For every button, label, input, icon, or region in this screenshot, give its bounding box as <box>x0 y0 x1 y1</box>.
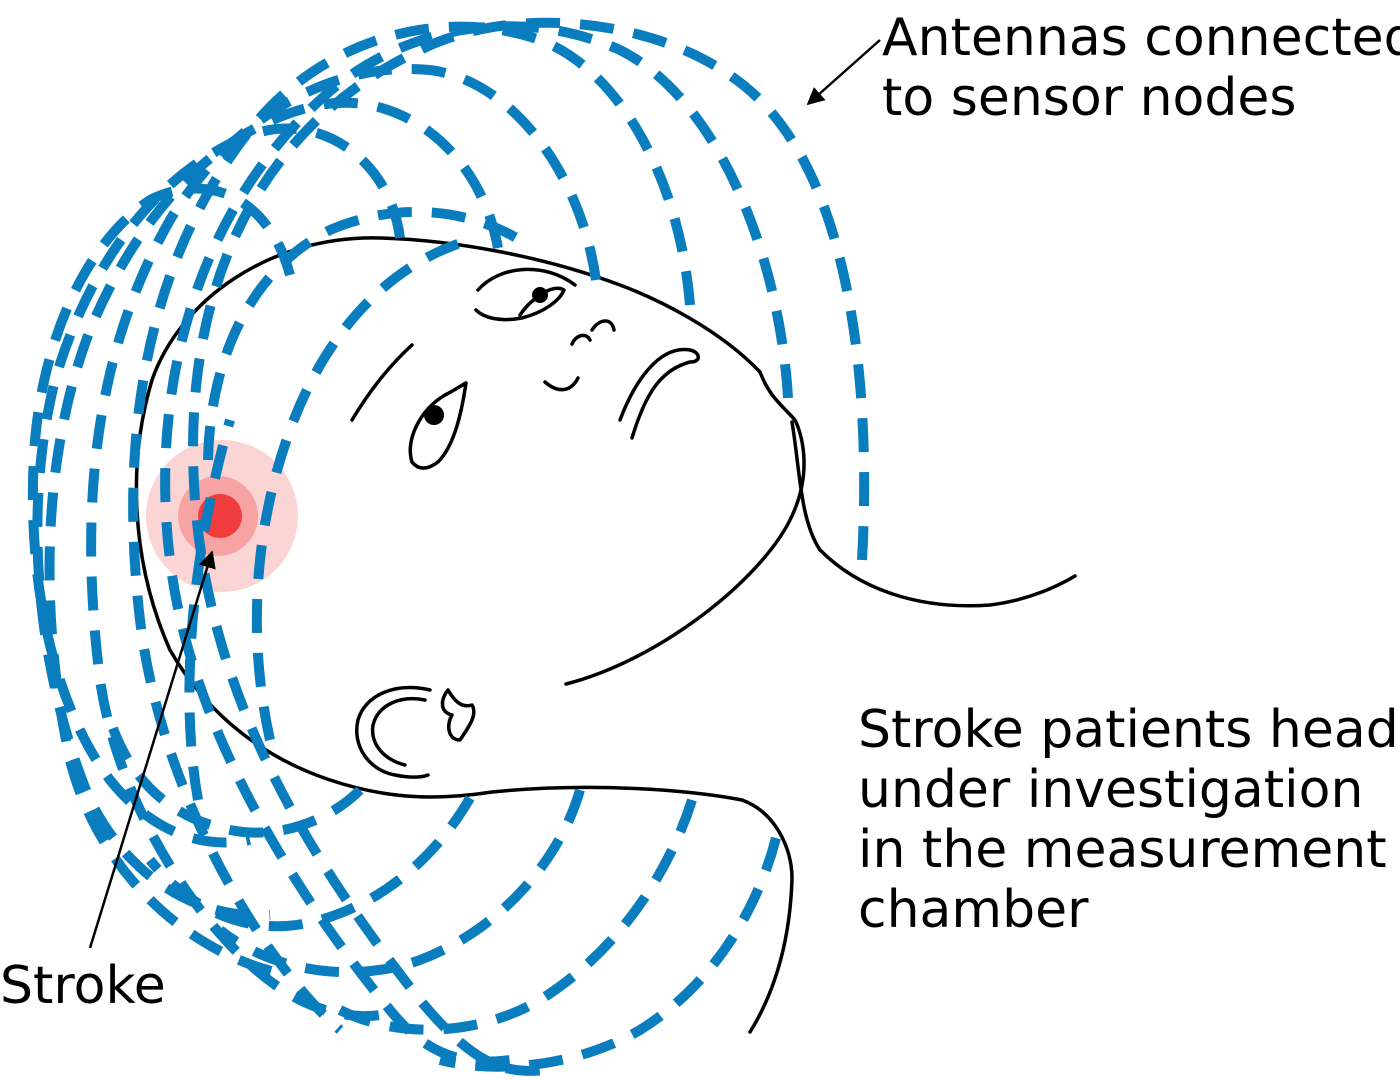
antenna-loop-front-2 <box>337 798 697 1035</box>
antenna-loop-face-2 <box>251 235 472 742</box>
neck-curve <box>790 420 1077 608</box>
antenna-loop-front-5 <box>105 718 364 838</box>
stroke-pointer-arrow <box>88 550 216 949</box>
eye-top-outline <box>474 286 566 322</box>
eyebrow-line <box>350 343 414 422</box>
pupils <box>424 287 548 425</box>
head-label-line-2: under investigation <box>858 760 1364 820</box>
antenna-loop-7 <box>27 183 295 848</box>
antenna-loop-2 <box>160 21 793 1067</box>
head-label-line-1: Stroke patients head <box>858 700 1399 760</box>
ear-lobe <box>440 688 476 742</box>
antenna-loop-front-3 <box>216 788 585 978</box>
head-label: Stroke patients head under investigation… <box>858 700 1399 940</box>
antenna-pointer-arrow <box>806 39 881 106</box>
antenna-loop-front-4 <box>146 795 475 932</box>
mouth-upper <box>618 347 700 440</box>
ear-outline <box>355 685 432 779</box>
antenna-loop-front-1 <box>438 836 781 1072</box>
eye-lower-outline <box>408 381 468 470</box>
shoulder-line <box>740 798 794 1034</box>
pupil-lower <box>424 405 444 425</box>
stroke-label: Stroke <box>0 956 166 1016</box>
antenna-loops <box>27 17 870 1076</box>
antenna-loop-face-1 <box>203 206 523 461</box>
head-label-line-4: chamber <box>858 880 1089 940</box>
pupil-top <box>532 287 548 303</box>
antenna-label: Antennas connected to sensor nodes <box>882 8 1400 128</box>
antenna-loop-face-3 <box>184 418 235 801</box>
antenna-loop-1 <box>188 17 870 1076</box>
antenna-loop-3 <box>128 21 695 1034</box>
antenna-label-line-2: to sensor nodes <box>882 68 1297 128</box>
nostril-line <box>570 319 616 346</box>
antenna-label-line-1: Antennas connected <box>882 8 1400 68</box>
pointer-arrows <box>88 39 881 949</box>
head-label-line-3: in the measurement <box>858 820 1387 880</box>
nose-line <box>543 376 580 392</box>
eye-top-lid <box>476 267 577 292</box>
ear-inner <box>370 697 427 767</box>
antenna-loop-5 <box>44 97 503 980</box>
